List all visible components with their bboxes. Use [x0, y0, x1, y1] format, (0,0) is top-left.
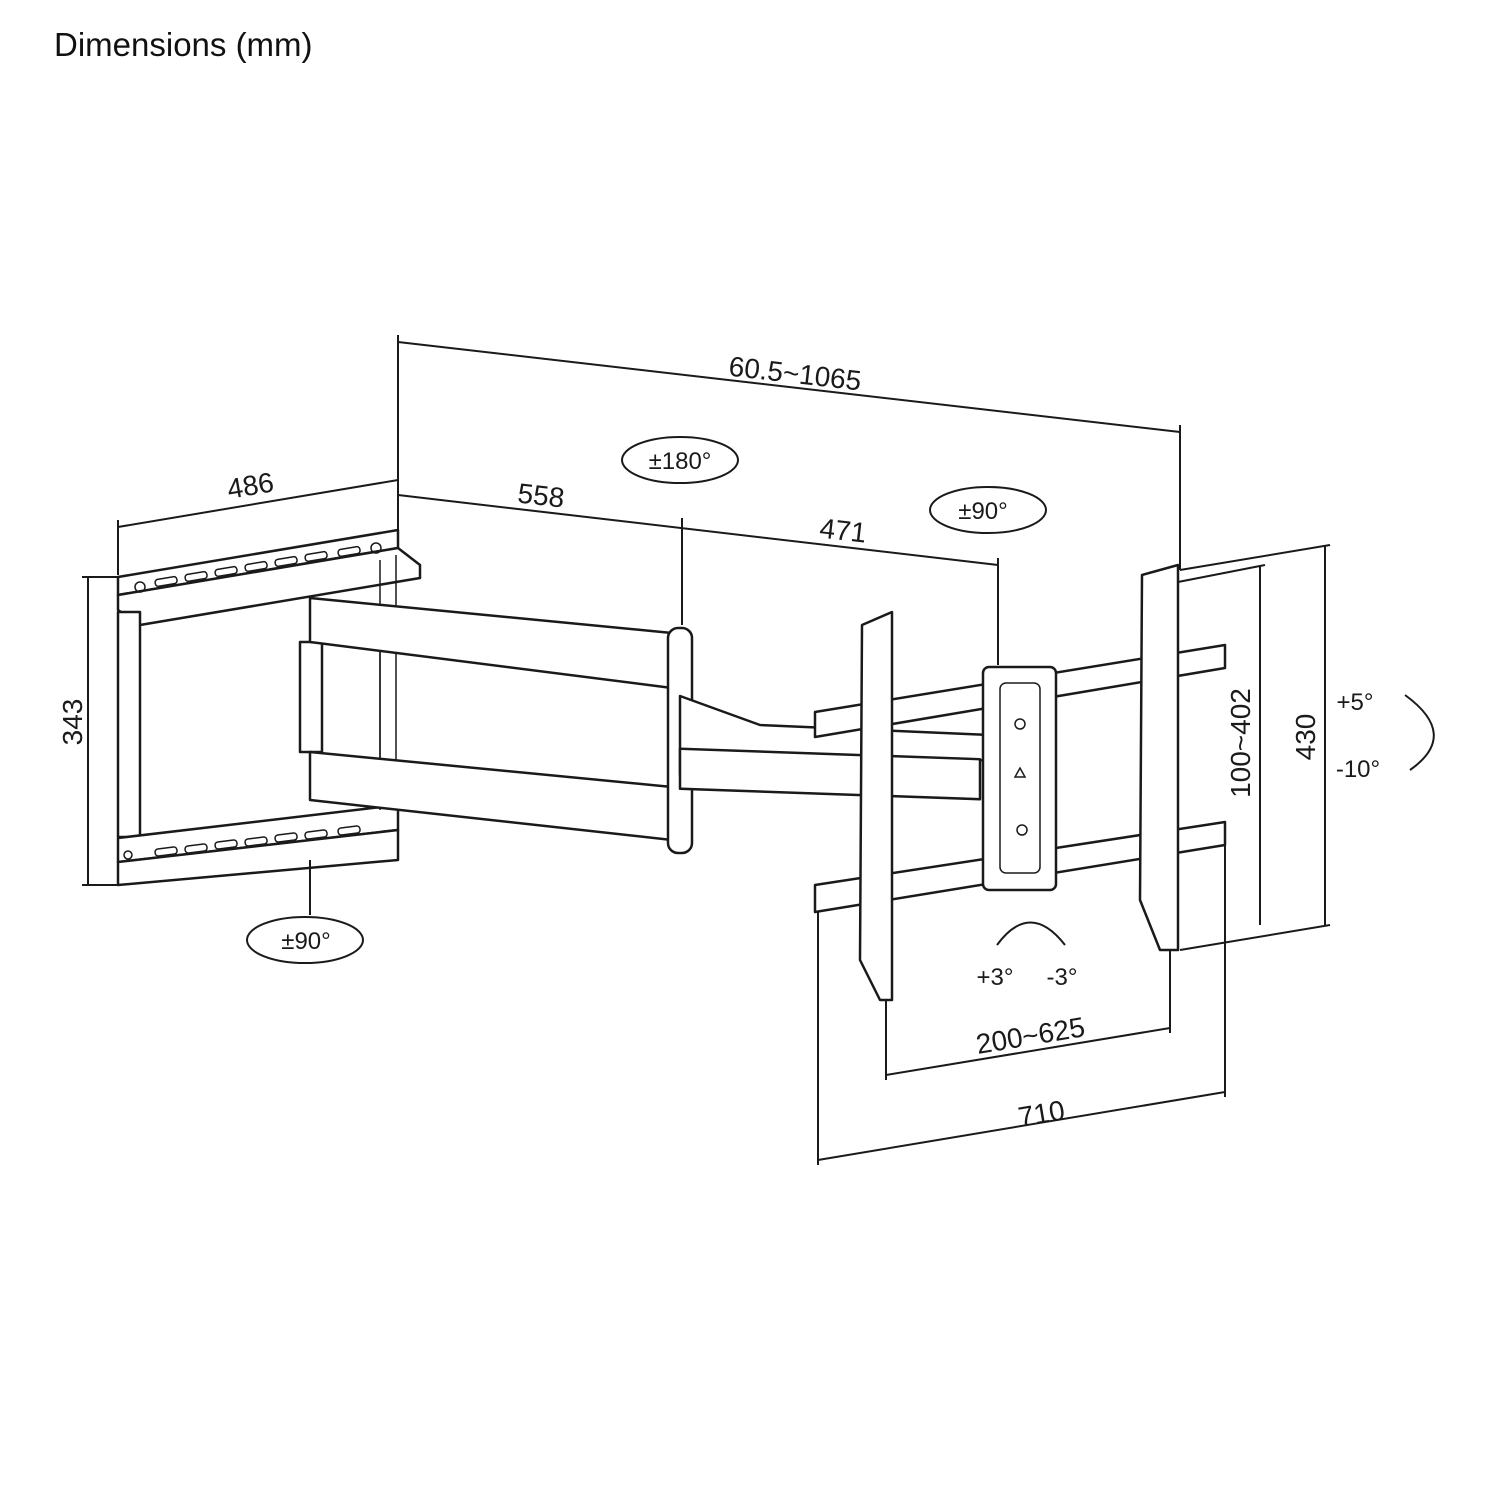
tilt-down-label: -10° — [1336, 756, 1380, 783]
tilt-up-label: +5° — [1337, 689, 1374, 716]
rotation-head-swivel: ±90° — [958, 498, 1007, 525]
rotation-wall-swivel: ±90° — [281, 928, 330, 955]
swing-arm — [298, 596, 992, 855]
tilt-arrow-icon — [1404, 694, 1435, 771]
rotation-ellipse-wall — [246, 916, 364, 964]
dim-arm-second: 471 — [818, 513, 868, 549]
rotation-arm-swivel: ±180° — [649, 448, 712, 475]
dim-vesa-vertical: 100~402 — [1225, 688, 1256, 798]
dimension-lines — [82, 335, 1331, 1165]
dim-wall-plate-width: 486 — [225, 466, 276, 504]
dim-wall-plate-height: 343 — [57, 699, 88, 746]
level-plus-label: +3° — [977, 964, 1014, 991]
dim-total-extension: 60.5~1065 — [727, 351, 863, 397]
level-minus-label: -3° — [1047, 964, 1078, 991]
tv-plate — [813, 563, 1227, 1002]
page-title: Dimensions (mm) — [54, 26, 313, 63]
dim-tv-plate-height: 430 — [1290, 714, 1321, 761]
dim-vesa-horizontal: 200~625 — [974, 1011, 1087, 1060]
dim-tv-plate-width: 710 — [1016, 1094, 1067, 1132]
rotation-ellipse-180 — [621, 436, 739, 484]
rotation-ellipse-head — [929, 486, 1047, 534]
wall-plate — [116, 528, 422, 887]
level-arrow-icon — [996, 921, 1066, 946]
dim-arm-first: 558 — [516, 478, 566, 514]
wall-plate-slots — [123, 542, 382, 860]
